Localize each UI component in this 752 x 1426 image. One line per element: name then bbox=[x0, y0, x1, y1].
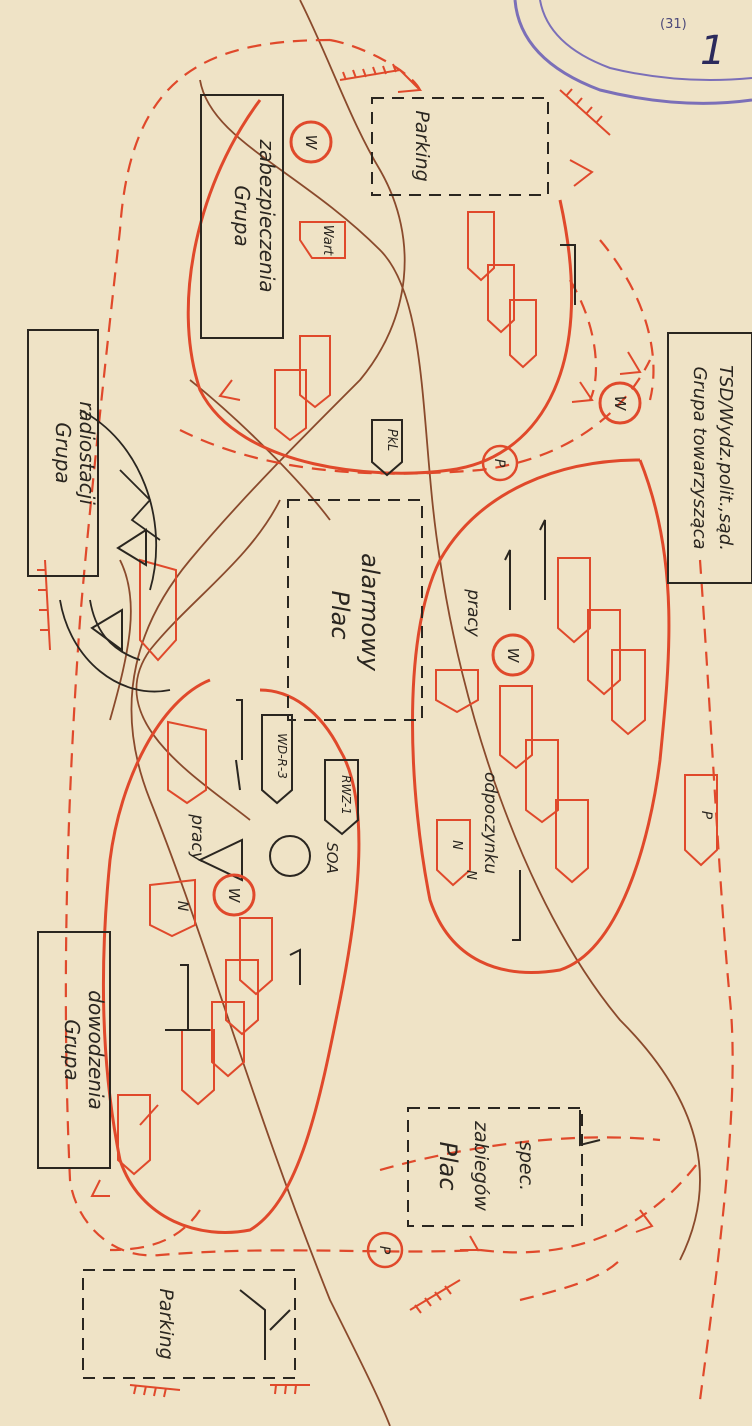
wart-post: Wart bbox=[299, 221, 346, 259]
plac-alarmowy-line2: alarmowy bbox=[356, 553, 384, 672]
stamp-code: (31) bbox=[660, 17, 687, 32]
parking-top-label: Parking bbox=[411, 110, 433, 181]
rwz1-label: RWZ-1 bbox=[339, 775, 353, 815]
grupa-towarzyszaca-line2: TSD/Wydz.polit.,sąd. bbox=[715, 365, 736, 551]
stamp-number: 1 bbox=[700, 28, 725, 74]
parking-bottom-label: Parking bbox=[155, 1288, 177, 1359]
n-label-right-2: N bbox=[463, 870, 478, 880]
w-marker-middle: W bbox=[491, 633, 535, 677]
grupa-radiostacji-line1: Grupa bbox=[51, 422, 75, 483]
n-label-left: N bbox=[174, 901, 190, 912]
boundary-zabezpieczenia bbox=[186, 99, 574, 475]
svg-text:W: W bbox=[611, 396, 629, 412]
soa-label: SOA bbox=[323, 842, 341, 874]
grupa-radiostacji-line2: radiostacji bbox=[75, 401, 99, 505]
w-marker-left: W bbox=[212, 873, 256, 917]
wd-r3-label: WD-R-3 bbox=[275, 733, 289, 779]
svg-text:P: P bbox=[491, 459, 507, 468]
dashed-routes bbox=[64, 38, 734, 1401]
odpoczynku-label: odpoczynku bbox=[480, 772, 500, 874]
p-marker-bottom: P bbox=[366, 1231, 404, 1269]
sentry-marks bbox=[165, 244, 601, 1147]
wd-r3-post: WD-R-3 bbox=[261, 714, 293, 805]
flag-marks bbox=[139, 1104, 159, 1126]
w-marker-top: W bbox=[289, 120, 333, 164]
plac-alarmowy-line1: Plac bbox=[326, 590, 354, 639]
plac-zabiegow: Plac zabiegów spec. bbox=[407, 1107, 583, 1227]
route-arrows bbox=[90, 69, 654, 1251]
svg-text:W: W bbox=[225, 888, 243, 904]
group-zabezpieczenia-box: Grupa zabezpieczenia bbox=[200, 94, 284, 339]
w-marker-right: W bbox=[598, 381, 642, 425]
pracy-left-label: pracy bbox=[187, 813, 207, 863]
parking-top: Parking bbox=[371, 97, 549, 196]
n-tent-left bbox=[149, 878, 196, 938]
plac-alarmowy: Plac alarmowy bbox=[287, 499, 423, 721]
p-vehicle-label: P bbox=[698, 811, 714, 820]
group-dowodzenia-box: Grupa dowodzenia bbox=[37, 931, 111, 1169]
n-label-right-1: N bbox=[449, 840, 464, 850]
group-towarzyszaca-box: Grupa towarzysząca TSD/Wydz.polit.,sąd. bbox=[667, 332, 752, 584]
archive-stamp: (31) 1 bbox=[513, 0, 752, 105]
soa-point: SOA bbox=[269, 835, 341, 877]
group-boundaries bbox=[101, 99, 671, 1234]
rwz1-post: RWZ-1 bbox=[324, 759, 359, 836]
pkl-label: PkL bbox=[384, 429, 399, 452]
embankment-marks bbox=[37, 63, 611, 1398]
wart-label: Wart bbox=[320, 225, 335, 256]
boundary-towarzyszaca bbox=[411, 458, 671, 974]
grupa-dowodzenia-line2: dowodzenia bbox=[84, 990, 108, 1110]
plac-zabiegow-line3: spec. bbox=[515, 1141, 537, 1191]
vehicle-symbols bbox=[117, 211, 718, 1176]
svg-text:W: W bbox=[302, 135, 320, 151]
grupa-zabezpieczenia-line2: zabezpieczenia bbox=[255, 138, 279, 292]
pkl-post: PkL bbox=[371, 419, 403, 477]
plac-zabiegow-line2: zabiegów bbox=[470, 1120, 492, 1211]
grupa-zabezpieczenia-line1: Grupa bbox=[230, 185, 254, 246]
p-marker-top: P bbox=[481, 444, 519, 482]
boundary-dowodzenia bbox=[101, 678, 361, 1234]
plac-zabiegow-line1: Plac bbox=[434, 1141, 462, 1190]
group-radiostacji-box: Grupa radiostacji bbox=[27, 329, 99, 577]
grupa-towarzyszaca-line1: Grupa towarzysząca bbox=[689, 366, 710, 549]
svg-text:P: P bbox=[376, 1246, 392, 1255]
parking-bottom: Parking bbox=[82, 1269, 296, 1379]
pracy-right-label: pracy bbox=[463, 588, 483, 638]
grupa-dowodzenia-line1: Grupa bbox=[60, 1019, 84, 1080]
svg-text:W: W bbox=[504, 648, 522, 664]
radio-arcs bbox=[59, 409, 171, 693]
